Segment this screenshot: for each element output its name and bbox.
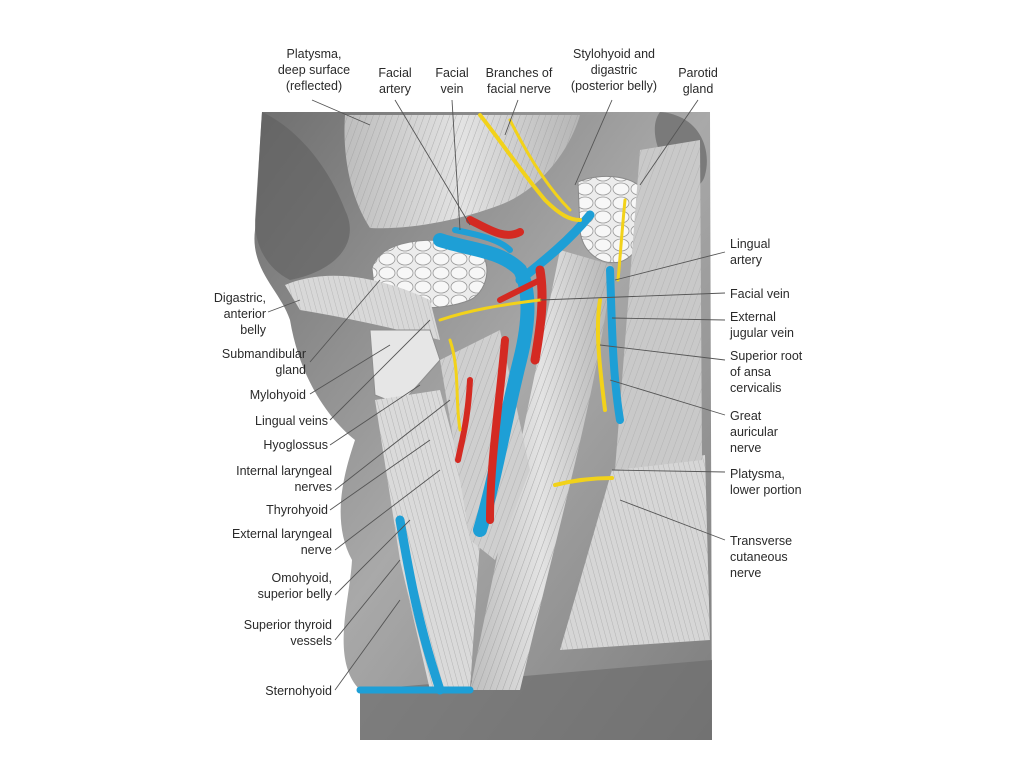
label-superior-root-ansa-cervicalis: Superior root of ansa cervicalis — [730, 349, 803, 395]
label-superior-thyroid-vessels: Superior thyroid vessels — [243, 618, 332, 648]
label-hyoglossus: Hyoglossus — [263, 438, 328, 452]
label-internal-laryngeal-nerves: Internal laryngeal nerves — [236, 464, 332, 494]
label-mylohyoid: Mylohyoid — [249, 388, 306, 402]
arteries — [455, 216, 547, 524]
label-lingual-veins: Lingual veins — [255, 414, 328, 428]
label-facial-artery: Facial artery — [378, 66, 412, 96]
label-great-auricular-nerve: Great auricular nerve — [730, 409, 778, 455]
label-lingual-artery: Lingual artery — [730, 237, 771, 267]
leader-lines — [267, 99, 726, 691]
platysma-lower-shape — [560, 140, 710, 650]
label-platysma-lower-portion: Platysma, lower portion — [730, 467, 802, 497]
label-facial-vein-right: Facial vein — [730, 287, 790, 301]
label-platysma-deep-surface: Platysma, deep surface (reflected) — [277, 47, 351, 93]
label-submandibular-gland: Submandibular gland — [221, 347, 306, 377]
label-branches-facial-nerve: Branches of facial nerve — [485, 66, 553, 96]
nerves — [438, 113, 627, 487]
label-transverse-cutaneous-nerve: Transverse cutaneous nerve — [730, 534, 793, 580]
label-parotid-gland: Parotid gland — [678, 66, 718, 96]
label-omohyoid-superior: Omohyoid, superior belly — [257, 571, 332, 601]
label-external-laryngeal-nerve: External laryngeal nerve — [231, 527, 332, 557]
label-facial-vein-top: Facial vein — [435, 66, 469, 96]
label-stylohyoid-digastric: Stylohyoid and digastric (posterior bell… — [570, 47, 658, 93]
label-thyrohyoid: Thyrohyoid — [266, 503, 328, 517]
sternocleidomastoid — [470, 250, 612, 690]
label-sternohyoid: Sternohyoid — [265, 684, 332, 698]
suprahyoid-muscles — [285, 275, 441, 406]
label-digastric-anterior: Digastric, anterior belly — [213, 291, 266, 337]
label-external-jugular-vein: External jugular vein — [730, 310, 794, 340]
veins — [356, 210, 624, 695]
